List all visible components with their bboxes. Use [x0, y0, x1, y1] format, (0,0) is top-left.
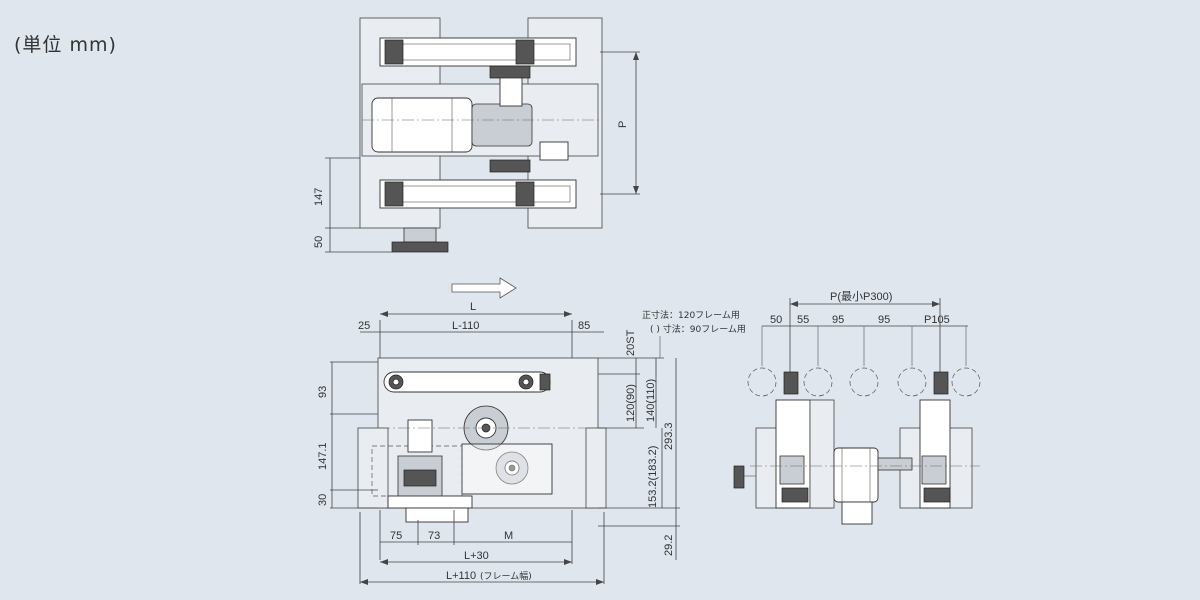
- dim-147: 147: [313, 188, 325, 206]
- dim-55: 55: [797, 314, 809, 326]
- side-switch-box: [733, 465, 745, 489]
- lower-left-pulley: [384, 181, 404, 207]
- side-shaft: [877, 457, 913, 471]
- side-view: P(最小P300) 50 55 95 95 P105: [733, 290, 981, 525]
- front-gear-housing: [461, 443, 553, 495]
- upper-belt: [379, 37, 577, 67]
- dim-l-110-frame: L+110: [446, 570, 476, 582]
- lower-right-pulley: [515, 181, 535, 207]
- side-roller-3: [849, 367, 879, 397]
- side-motor-end: [841, 501, 873, 525]
- front-right-leg: [585, 427, 607, 509]
- side-roller-2: [803, 367, 833, 397]
- direction-arrow: [451, 277, 517, 299]
- dim-293-3: 293.3: [663, 422, 675, 450]
- lower-coupling: [489, 159, 531, 173]
- top-foot-base: [391, 241, 449, 253]
- side-roller-5: [951, 367, 981, 397]
- dim-153-2: 153.2(183.2): [647, 446, 659, 508]
- dim-120-90: 120(90): [625, 384, 637, 422]
- dim-85: 85: [578, 320, 590, 332]
- dim-95-b: 95: [878, 314, 890, 326]
- dim-l-110: L-110: [452, 320, 479, 332]
- dim-l-30: L+30: [464, 550, 489, 562]
- gearbox: [471, 103, 533, 147]
- dim-95-a: 95: [832, 314, 844, 326]
- upper-left-pulley: [384, 39, 404, 65]
- dim-50-top: 50: [313, 236, 325, 248]
- top-view: P 147 50: [313, 17, 640, 253]
- drive-shaft-block: [499, 75, 523, 107]
- side-roller-4: [897, 367, 927, 397]
- top-foot: [403, 227, 437, 243]
- dim-75: 75: [390, 530, 402, 542]
- note-line-1: 正寸法：120フレーム用: [642, 309, 740, 321]
- dim-p: P: [617, 121, 629, 128]
- dim-20st: 20ST: [625, 329, 637, 356]
- dim-140-110: 140(110): [645, 379, 657, 422]
- dim-m: M: [504, 530, 513, 542]
- dim-l: L: [470, 301, 476, 313]
- motor-body: [371, 97, 473, 153]
- dim-93: 93: [317, 386, 329, 398]
- side-left-belt: [783, 371, 799, 395]
- upper-right-pulley: [515, 39, 535, 65]
- dim-73: 73: [428, 530, 440, 542]
- dim-25: 25: [358, 320, 370, 332]
- dim-frame-width: (フレーム幅): [480, 570, 532, 582]
- dim-p-min: P(最小P300): [830, 290, 892, 303]
- dim-p105: P105: [924, 314, 950, 326]
- front-foot: [405, 507, 469, 523]
- front-column: [407, 419, 433, 453]
- dim-147-1: 147.1: [317, 442, 329, 470]
- dim-50-side: 50: [770, 314, 782, 326]
- side-right-belt: [933, 371, 949, 395]
- tensioner-block: [539, 141, 569, 161]
- side-drive-motor: [833, 447, 879, 503]
- unit-label: (単位 mm): [14, 34, 117, 56]
- front-view: L 25 L-110 85: [317, 301, 746, 585]
- lower-belt: [379, 179, 577, 209]
- dim-29-2: 29.2: [663, 535, 675, 556]
- upper-coupling: [489, 65, 531, 79]
- side-roller-1: [747, 367, 777, 397]
- dim-30: 30: [317, 494, 329, 506]
- note-line-2: ( ) 寸法：90フレーム用: [650, 323, 746, 335]
